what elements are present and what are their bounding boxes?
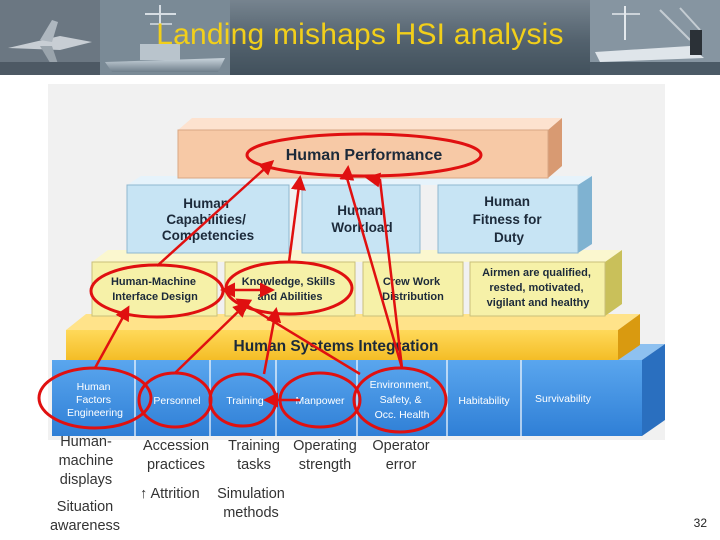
- note-hfe-line: machine: [58, 453, 114, 469]
- domain-hfe-line: Factors: [76, 394, 111, 406]
- row2-capabilities-line: Capabilities/: [166, 212, 246, 227]
- note-training-tasks: Training tasks: [220, 437, 288, 475]
- note-situation-line: awareness: [49, 518, 121, 534]
- header-banner: Landing mishaps HSI analysis: [0, 0, 720, 75]
- note-situation-line: Situation: [56, 499, 114, 515]
- ship-photo-right: [590, 0, 720, 75]
- note-attrition: ↑ Attrition: [140, 486, 200, 502]
- note-situation: Situation awareness: [42, 498, 128, 536]
- note-simulation: Simulation methods: [212, 485, 290, 523]
- slide-title: Landing mishaps HSI analysis: [156, 18, 564, 51]
- note-hfe-line: displays: [59, 472, 113, 488]
- row3-label-crew: Crew Work Distribution: [382, 276, 444, 303]
- note-simulation-line: methods: [223, 505, 279, 521]
- row2-fitness-line: Fitness for: [473, 212, 543, 227]
- note-operating-line: strength: [298, 457, 352, 473]
- row2-capabilities-line: Competencies: [162, 228, 254, 243]
- arrow-esoh-to-performance: [339, 165, 404, 369]
- row3-crew-line: Crew Work: [383, 276, 441, 288]
- jet-photo: [0, 0, 100, 75]
- domain-hfe-line: Engineering: [67, 407, 123, 419]
- note-operator-line: error: [385, 457, 417, 473]
- circle-esoh: [352, 366, 448, 434]
- note-operator-line: Operator: [372, 438, 430, 454]
- row3-label-hmi: Human-Machine Interface Design: [111, 276, 199, 303]
- row2-fitness-line: Human: [484, 194, 530, 209]
- row3-ksa-line: Knowledge, Skills: [242, 276, 336, 288]
- page-number: 32: [693, 516, 707, 530]
- note-operator: Operator error: [366, 437, 436, 475]
- note-hfe: Human- machine displays: [50, 433, 122, 490]
- note-hfe-line: Human-: [60, 434, 112, 450]
- note-training-line: Training: [228, 438, 280, 454]
- arrow-hfe-to-hmi: [93, 305, 130, 369]
- domain-label-manpower: Manpower: [295, 395, 345, 407]
- domain-esoh-line: Occ. Health: [375, 409, 430, 421]
- row2-workload-line: Human: [337, 203, 383, 218]
- note-operating: Operating strength: [286, 437, 364, 475]
- row3-airmen-line: Airmen are qualified,: [482, 267, 591, 279]
- circle-human-performance: [245, 132, 483, 178]
- row2-label-fitness: Human Fitness for Duty: [473, 194, 546, 245]
- domain-label-esoh: Environment, Safety, & Occ. Health: [370, 379, 435, 421]
- integration-label: Human Systems Integration: [234, 338, 439, 355]
- arrow-personnel-to-ksa: [174, 301, 249, 374]
- domain-label-survivability: Survivability: [535, 393, 592, 405]
- domain-label-training: Training: [226, 395, 264, 407]
- row3-airmen-line: vigilant and healthy: [487, 297, 591, 309]
- top-label: Human Performance: [286, 147, 443, 164]
- note-simulation-line: Simulation: [217, 486, 285, 502]
- domain-esoh-line: Environment,: [370, 379, 432, 391]
- arrow-ksa-to-performance: [287, 175, 306, 263]
- note-accession-line: practices: [146, 457, 206, 473]
- domain-hfe-line: Human: [77, 381, 111, 393]
- domain-label-personnel: Personnel: [153, 395, 200, 407]
- row3-hmi-line: Interface Design: [112, 291, 198, 303]
- annotation-arrows: [93, 159, 404, 408]
- banner-photo-strip: [0, 0, 720, 75]
- note-training-line: tasks: [237, 457, 271, 473]
- row2-fitness-line: Duty: [494, 230, 524, 245]
- row2-blocks: [126, 176, 592, 254]
- row3-airmen-line: rested, motivated,: [489, 282, 583, 294]
- row3-hmi-line: Human-Machine: [111, 276, 196, 288]
- row3-crew-line: Distribution: [382, 291, 444, 303]
- domain-label-habitability: Habitability: [458, 395, 510, 407]
- arrow-esoh-to-performance-2: [365, 172, 404, 369]
- row3-ksa-line: and Abilities: [258, 291, 323, 303]
- row2-capabilities-line: Human: [183, 196, 229, 211]
- note-accession: Accession practices: [136, 437, 216, 475]
- ship-photo-left: [100, 0, 230, 75]
- note-operating-line: Operating: [293, 438, 357, 454]
- domain-esoh-line: Safety, &: [380, 394, 422, 406]
- domain-label-hfe: Human Factors Engineering: [67, 381, 123, 419]
- row3-label-airmen: Airmen are qualified, rested, motivated,…: [482, 267, 594, 309]
- arrow-manpower-to-ksa: [235, 298, 361, 376]
- arrow-hmi-to-performance: [156, 159, 275, 267]
- top-block: [177, 118, 562, 179]
- note-accession-line: Accession: [142, 438, 210, 454]
- integration-bar: [66, 314, 640, 360]
